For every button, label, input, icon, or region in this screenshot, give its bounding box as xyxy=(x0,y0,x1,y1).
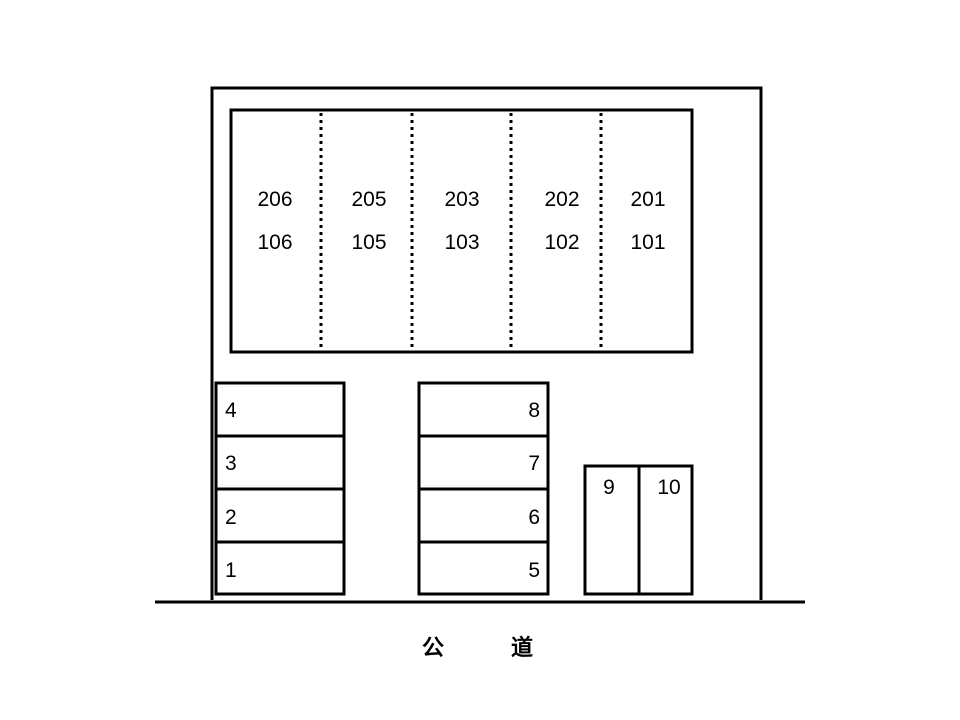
property-boundary xyxy=(210,86,763,600)
parking-space-label: 9 xyxy=(603,476,615,499)
parking-block-left: 4 3 2 1 xyxy=(214,381,346,596)
parking-space-label: 6 xyxy=(528,506,540,529)
unit-labels: 206 106 205 105 203 103 202 102 201 101 xyxy=(257,188,665,254)
parking-space-label: 8 xyxy=(528,399,540,422)
unit-upper-label: 205 xyxy=(351,188,386,211)
parking-space xyxy=(214,540,346,596)
apartment-building xyxy=(229,108,694,354)
unit-upper-label: 202 xyxy=(544,188,579,211)
parking-space xyxy=(417,540,550,596)
unit-lower-label: 102 xyxy=(544,231,579,254)
parking-space-label: 7 xyxy=(528,452,540,475)
parking-space-label: 4 xyxy=(225,399,237,422)
road-label-char: 道 xyxy=(511,635,533,661)
parking-space-label: 5 xyxy=(528,559,540,582)
road-label-char: 公 xyxy=(422,636,444,661)
parking-space-label: 2 xyxy=(225,506,237,529)
parking-space-label: 1 xyxy=(225,559,237,582)
unit-upper-label: 201 xyxy=(630,188,665,211)
unit-lower-label: 103 xyxy=(444,231,479,254)
parking-block-right: 9 10 xyxy=(583,464,694,596)
parking-space xyxy=(637,464,694,596)
parking-block-middle: 8 7 6 5 xyxy=(417,381,550,596)
unit-upper-label: 206 xyxy=(257,188,292,211)
unit-upper-label: 203 xyxy=(444,188,479,211)
unit-lower-label: 101 xyxy=(630,231,665,254)
unit-dividers xyxy=(319,113,603,350)
unit-lower-label: 105 xyxy=(351,231,386,254)
unit-lower-label: 106 xyxy=(257,231,292,254)
parking-space-label: 10 xyxy=(657,476,680,499)
parking-space-label: 3 xyxy=(225,452,237,475)
